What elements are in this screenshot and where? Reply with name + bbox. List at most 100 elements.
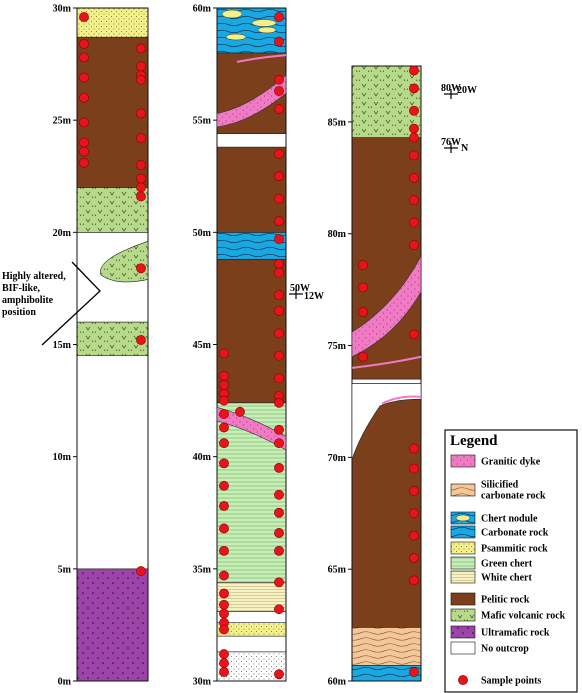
sample-point	[274, 216, 284, 227]
sample-point	[79, 72, 89, 83]
granitic-vein	[381, 395, 422, 405]
depth-tick-label: 65m	[328, 565, 347, 576]
legend-label: White chert	[481, 573, 532, 584]
granitic-vein	[351, 355, 422, 369]
sample-point	[274, 528, 284, 538]
sample-point	[409, 575, 419, 586]
sample-point	[219, 409, 229, 419]
sample-point	[274, 258, 284, 269]
sample-point	[274, 74, 284, 85]
sample-point	[136, 61, 146, 72]
sample-point	[219, 649, 229, 659]
sample-point	[79, 92, 89, 103]
sample-point	[79, 146, 89, 157]
sample-point	[136, 263, 146, 274]
unit-carbonate	[216, 232, 287, 260]
sample-point	[274, 171, 284, 182]
depth-tick-label: 80m	[328, 229, 347, 240]
sample-point	[274, 350, 284, 361]
sample-point	[136, 173, 146, 184]
sample-point	[219, 599, 229, 610]
depth-tick-label: 35m	[193, 564, 212, 575]
sample-point	[409, 443, 419, 454]
legend-swatch-silicified	[450, 483, 476, 497]
sample-point	[79, 137, 89, 148]
legend-title: Legend	[450, 433, 498, 449]
sample-point	[79, 52, 89, 63]
sample-point	[219, 438, 229, 449]
unit-no-outcrop	[216, 635, 287, 653]
column-outline	[351, 65, 422, 682]
sample-point	[409, 486, 419, 496]
sample-point	[358, 260, 368, 270]
depth-tick-label: 30m	[193, 677, 212, 688]
sample-point	[409, 217, 419, 228]
note-bracket	[41, 261, 101, 346]
depth-tick-label: 45m	[193, 340, 212, 351]
unit-psammitic	[76, 7, 149, 38]
granitic-dyke	[351, 255, 422, 358]
depth-tick-label: 55m	[193, 116, 212, 127]
sample-point	[136, 182, 146, 193]
strike-label: 76W	[441, 137, 461, 148]
sample-point	[136, 566, 146, 576]
depth-tick-label: 70m	[328, 453, 347, 464]
sample-point	[409, 123, 419, 134]
sample-point	[79, 12, 89, 22]
depth-tick-label: 15m	[53, 340, 72, 351]
sample-point	[79, 38, 89, 49]
chert-nodule	[251, 19, 277, 27]
sample-point	[274, 12, 284, 22]
sample-point	[136, 108, 146, 119]
sample-point	[409, 132, 419, 143]
sample-point	[79, 157, 89, 168]
legend-swatch-granitic	[450, 454, 476, 468]
sample-point	[136, 74, 146, 85]
legend-swatch-no-outcrop	[450, 641, 476, 655]
sample-point	[219, 608, 229, 619]
sample-point	[136, 335, 146, 345]
strike-label: 50W	[290, 283, 310, 294]
note-text: BIF-like,	[2, 283, 41, 294]
sample-point	[235, 406, 245, 417]
legend-label: Granitic dyke	[481, 457, 541, 468]
sample-point	[136, 160, 146, 170]
legend-label: Chert nodule	[481, 514, 538, 525]
sample-point	[274, 397, 284, 408]
chert-nodule	[257, 26, 277, 34]
depth-tick-label: 5m	[58, 564, 72, 575]
chert-nodule	[225, 33, 247, 41]
legend-label: Ultramafic rock	[481, 628, 550, 639]
sample-point	[358, 351, 368, 362]
granitic-vein	[236, 54, 287, 63]
legend-swatch-green-chert	[450, 556, 476, 570]
legend-swatch-psammitic	[450, 541, 476, 555]
sample-point	[219, 624, 229, 635]
sample-point	[274, 328, 284, 339]
depth-tick-label: 85m	[328, 117, 347, 128]
sample-point	[274, 36, 284, 47]
unit-no-outcrop	[216, 133, 287, 148]
sample-point	[274, 462, 284, 473]
sample-point	[274, 507, 284, 518]
sample-point	[409, 172, 419, 183]
sample-point	[274, 290, 284, 301]
depth-tick-label: 60m	[193, 4, 212, 15]
sample-point	[136, 43, 146, 54]
unit-no-outcrop	[351, 378, 422, 384]
sample-point	[219, 371, 229, 381]
granitic-dyke	[216, 74, 287, 128]
sample-point	[219, 379, 229, 390]
sample-point	[274, 86, 284, 96]
sample-point	[409, 329, 419, 340]
note-text: Highly altered,	[2, 271, 66, 282]
legend-label: Mafic volcanic rock	[481, 611, 566, 622]
legend-swatch-white-chert	[450, 570, 476, 584]
sample-point	[274, 669, 284, 680]
sample-point	[219, 588, 229, 599]
legend-swatch-ultramafic	[450, 625, 476, 639]
depth-tick-label: 10m	[53, 452, 72, 463]
sample-point	[274, 373, 284, 384]
sample-point	[274, 193, 284, 204]
unit-mafic	[76, 321, 149, 357]
